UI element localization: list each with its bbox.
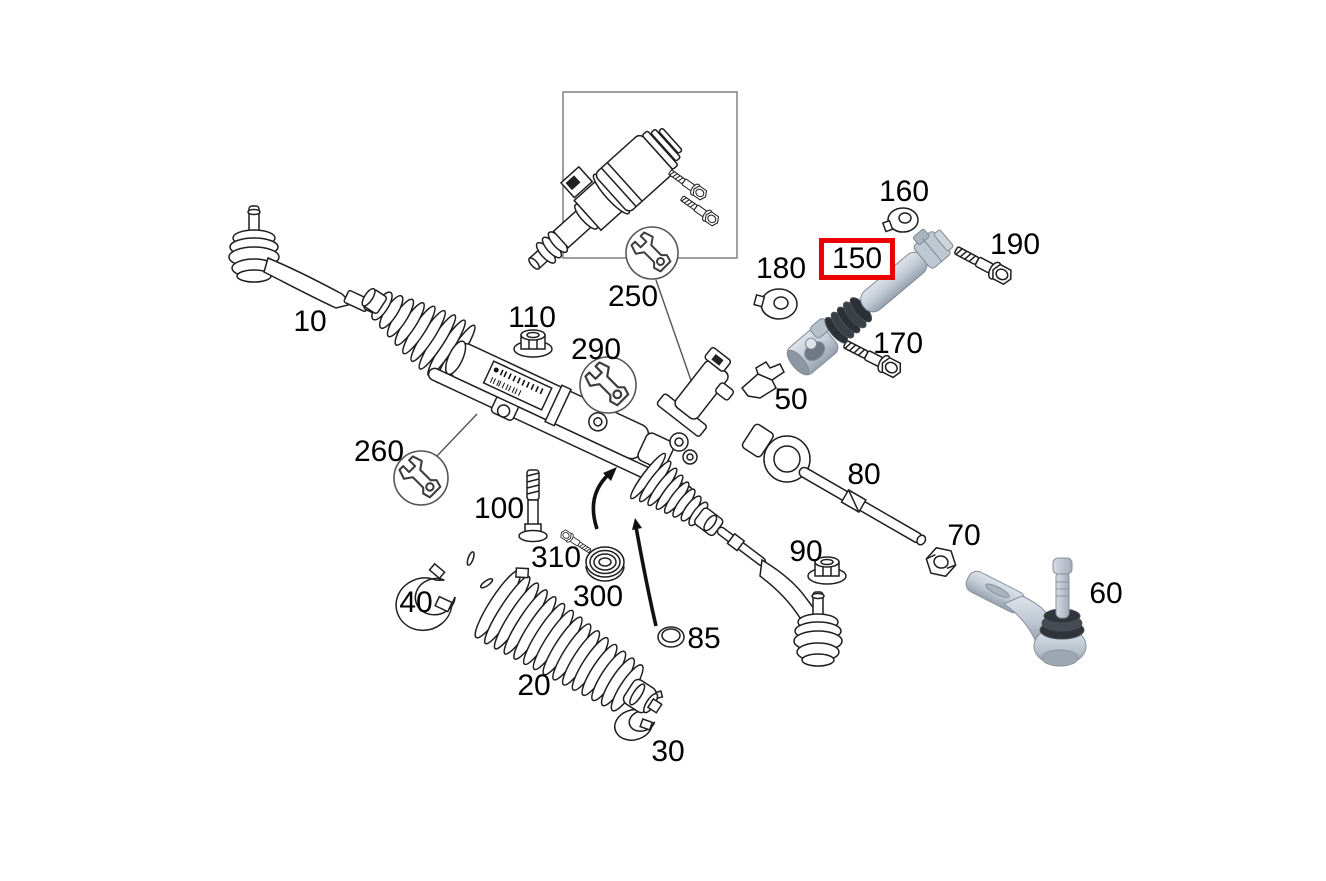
bolt-100-drawing [518,469,548,543]
tie-rod-end-60-drawing [965,557,1087,667]
arrow-heads [603,467,642,530]
bracket-50-drawing [740,360,785,399]
part-label-160[interactable]: 160 [878,175,930,208]
part-label-310[interactable]: 310 [530,541,582,574]
part-label-70[interactable]: 70 [947,519,981,552]
part-label-60[interactable]: 60 [1089,577,1123,610]
inset-box [528,91,738,280]
part-label-50[interactable]: 50 [774,383,808,416]
part-label-260[interactable]: 260 [353,435,405,468]
boot-right-drawing [629,452,767,567]
boot-left-drawing [361,287,476,384]
part-label-80[interactable]: 80 [847,458,881,491]
part-label-290[interactable]: 290 [570,333,622,366]
wrench-icon [393,450,449,506]
clamp-40-drawing [395,551,494,632]
plug-85-drawing [657,626,685,648]
nut-110-drawing [513,329,553,358]
part-label-90[interactable]: 90 [789,535,823,568]
part-label-250[interactable]: 250 [607,280,659,313]
wrench-icon [579,356,637,414]
valve-unit-drawing [528,128,683,270]
nut-70-drawing [925,546,957,578]
pinion-valve-drawing [656,347,735,465]
part-label-20[interactable]: 20 [517,669,551,702]
part-label-85[interactable]: 85 [687,622,721,655]
part-label-180[interactable]: 180 [755,252,807,285]
grommet-180-drawing [753,288,798,320]
tie-rod-end-lower-drawing [759,558,843,667]
part-label-30[interactable]: 30 [651,735,685,768]
boot-20-drawing [474,567,663,714]
steering-shaft-150-drawing [786,228,954,376]
part-label-300[interactable]: 300 [572,580,624,613]
steering-rack-housing-drawing [427,340,694,499]
part-label-170[interactable]: 170 [872,327,924,360]
bushing-300-drawing [585,546,625,582]
pointer-arrows [591,472,658,627]
part-label-10[interactable]: 10 [293,305,327,338]
grommet-160-drawing [881,207,919,233]
part-label-150-selected[interactable]: 150 [818,238,896,280]
wrench-icon [625,226,679,280]
part-label-40[interactable]: 40 [399,586,433,619]
part-label-100[interactable]: 100 [473,492,525,525]
part-label-110[interactable]: 110 [508,301,556,334]
part-label-190[interactable]: 190 [989,228,1041,261]
inner-tie-rod-drawing [741,423,927,546]
